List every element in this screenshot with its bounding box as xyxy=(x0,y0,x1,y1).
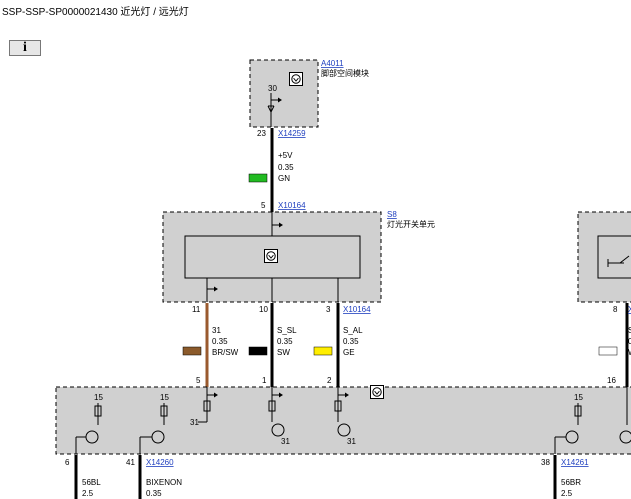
s8-pin-3: 3 xyxy=(326,305,331,314)
pin-31-a: 31 xyxy=(190,418,199,427)
module-right-partial xyxy=(577,211,631,303)
wire-2-size: 0.35 xyxy=(277,337,293,346)
bottom-right-label: 56BR xyxy=(561,478,581,487)
wire-gn-signal: +5V xyxy=(278,151,293,160)
a4011-name: 脚部空间模块 xyxy=(321,68,369,78)
bottom-mid-size: 0.35 xyxy=(146,489,162,498)
wire-1-label: 31 xyxy=(212,326,221,335)
wire-2-label: S_SL xyxy=(277,326,297,335)
right-pin-bottom: 16 xyxy=(607,376,616,385)
bottom-left-size: 2.5 xyxy=(82,489,94,498)
bottom-left-pin: 6 xyxy=(65,458,70,467)
s8-link[interactable]: S8 xyxy=(387,210,397,219)
bottom-right-pin: 38 xyxy=(541,458,550,467)
swatch-br xyxy=(182,346,202,356)
swatch-sw xyxy=(248,346,268,356)
bottom-pin-2: 2 xyxy=(327,376,332,385)
swatch-gn xyxy=(248,173,268,183)
right-size-fragment: 0 xyxy=(628,337,631,346)
swatch-ge xyxy=(313,346,333,356)
connector-x10164-bottom-link[interactable]: X10164 xyxy=(343,305,371,314)
connector-x10164-top-link[interactable]: X10164 xyxy=(278,201,306,210)
s8-top-pin: 5 xyxy=(261,201,266,210)
bottom-mid-label: BIXENON xyxy=(146,478,182,487)
bottom-pin-1: 1 xyxy=(262,376,267,385)
info-button[interactable]: i xyxy=(9,40,41,56)
pin-15-b: 15 xyxy=(160,393,169,402)
connector-x14261-link[interactable]: X14261 xyxy=(561,458,589,467)
pin-31-b: 31 xyxy=(281,437,290,446)
bottom-mid-pin: 41 xyxy=(126,458,135,467)
s8-pin-11: 11 xyxy=(192,305,201,314)
right-pin-top: 8 xyxy=(613,305,618,314)
wire-1-color: BR/SW xyxy=(212,348,239,357)
wire-gn-size: 0.35 xyxy=(278,163,294,172)
pin-15-c: 15 xyxy=(574,393,583,402)
module-a4011: 30 xyxy=(249,59,319,128)
inner-pin-label: 30 xyxy=(268,84,277,93)
wire-3-label: S_AL xyxy=(343,326,363,335)
pin-15-a: 15 xyxy=(94,393,103,402)
right-color-fragment: W xyxy=(628,348,631,357)
bottom-left-label: 56BL xyxy=(82,478,101,487)
bottom-right-size: 2.5 xyxy=(561,489,573,498)
a4011-link[interactable]: A4011 xyxy=(321,59,344,68)
swatch-ws xyxy=(598,346,618,356)
connector-x14260-link[interactable]: X14260 xyxy=(146,458,174,467)
right-connector-fragment: X xyxy=(628,305,631,314)
module-s8 xyxy=(162,211,382,303)
page-title: SSP-SSP-SP0000021430 近光灯 / 远光灯 xyxy=(2,7,189,18)
wire-2-color: SW xyxy=(277,348,290,357)
a4011-pin: 23 xyxy=(257,129,266,138)
bottom-module-icon xyxy=(370,385,384,399)
wire-3-color: GE xyxy=(343,348,355,357)
bottom-pin-5: 5 xyxy=(196,376,201,385)
wire-1-size: 0.35 xyxy=(212,337,228,346)
module-bottom xyxy=(55,385,631,455)
s8-name: 灯光开关单元 xyxy=(387,219,435,229)
switch-unit-icon xyxy=(264,249,278,263)
wire-3-size: 0.35 xyxy=(343,337,359,346)
pin-31-c: 31 xyxy=(347,437,356,446)
right-label-fragment: S xyxy=(628,326,631,335)
wire-gn-color: GN xyxy=(278,174,290,183)
module-symbol-icon xyxy=(289,72,303,86)
connector-x14259-link[interactable]: X14259 xyxy=(278,129,306,138)
s8-pin-10: 10 xyxy=(259,305,268,314)
